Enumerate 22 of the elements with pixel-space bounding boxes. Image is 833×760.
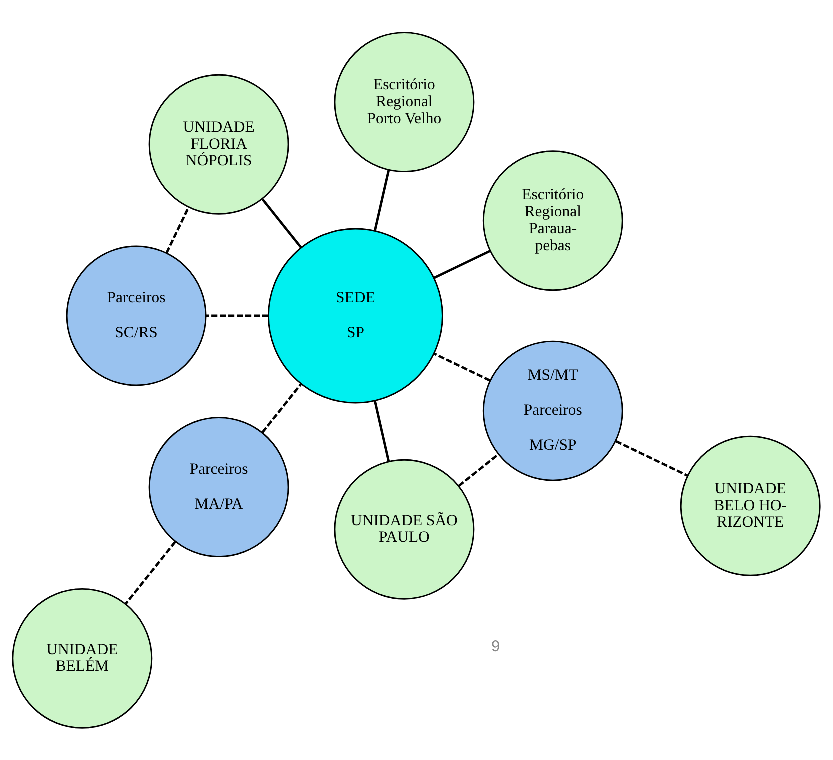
node-circle: UNIDADE FLORIA NÓPOLIS bbox=[148, 74, 290, 214]
node-circle: SEDE SP bbox=[268, 228, 444, 404]
connector bbox=[616, 440, 688, 477]
node-circle: UNIDADE BELÉM bbox=[12, 588, 153, 728]
connector bbox=[206, 314, 268, 317]
connector bbox=[262, 383, 302, 433]
connector bbox=[166, 206, 190, 254]
connector bbox=[374, 170, 390, 231]
node-circle: Escritório Regional Porto Velho bbox=[334, 32, 475, 172]
connector bbox=[262, 198, 302, 248]
node-circle: Parceiros SC/RS bbox=[66, 245, 207, 386]
node-circle: MS/MT Parceiros MG/SP bbox=[482, 340, 624, 481]
connector bbox=[374, 400, 390, 462]
connector bbox=[125, 540, 176, 604]
connector bbox=[434, 250, 491, 279]
node-circle: UNIDADE SÃO PAULO bbox=[334, 458, 475, 600]
label: 9 bbox=[492, 638, 500, 655]
node-circle: Parceiros MA/PA bbox=[148, 416, 290, 558]
node-circle: Escritório Regional Paraua- pebas bbox=[482, 150, 624, 291]
node-circle: UNIDADE BELO HO- RIZONTE bbox=[680, 435, 821, 576]
connector bbox=[434, 352, 491, 382]
connector bbox=[458, 453, 500, 487]
